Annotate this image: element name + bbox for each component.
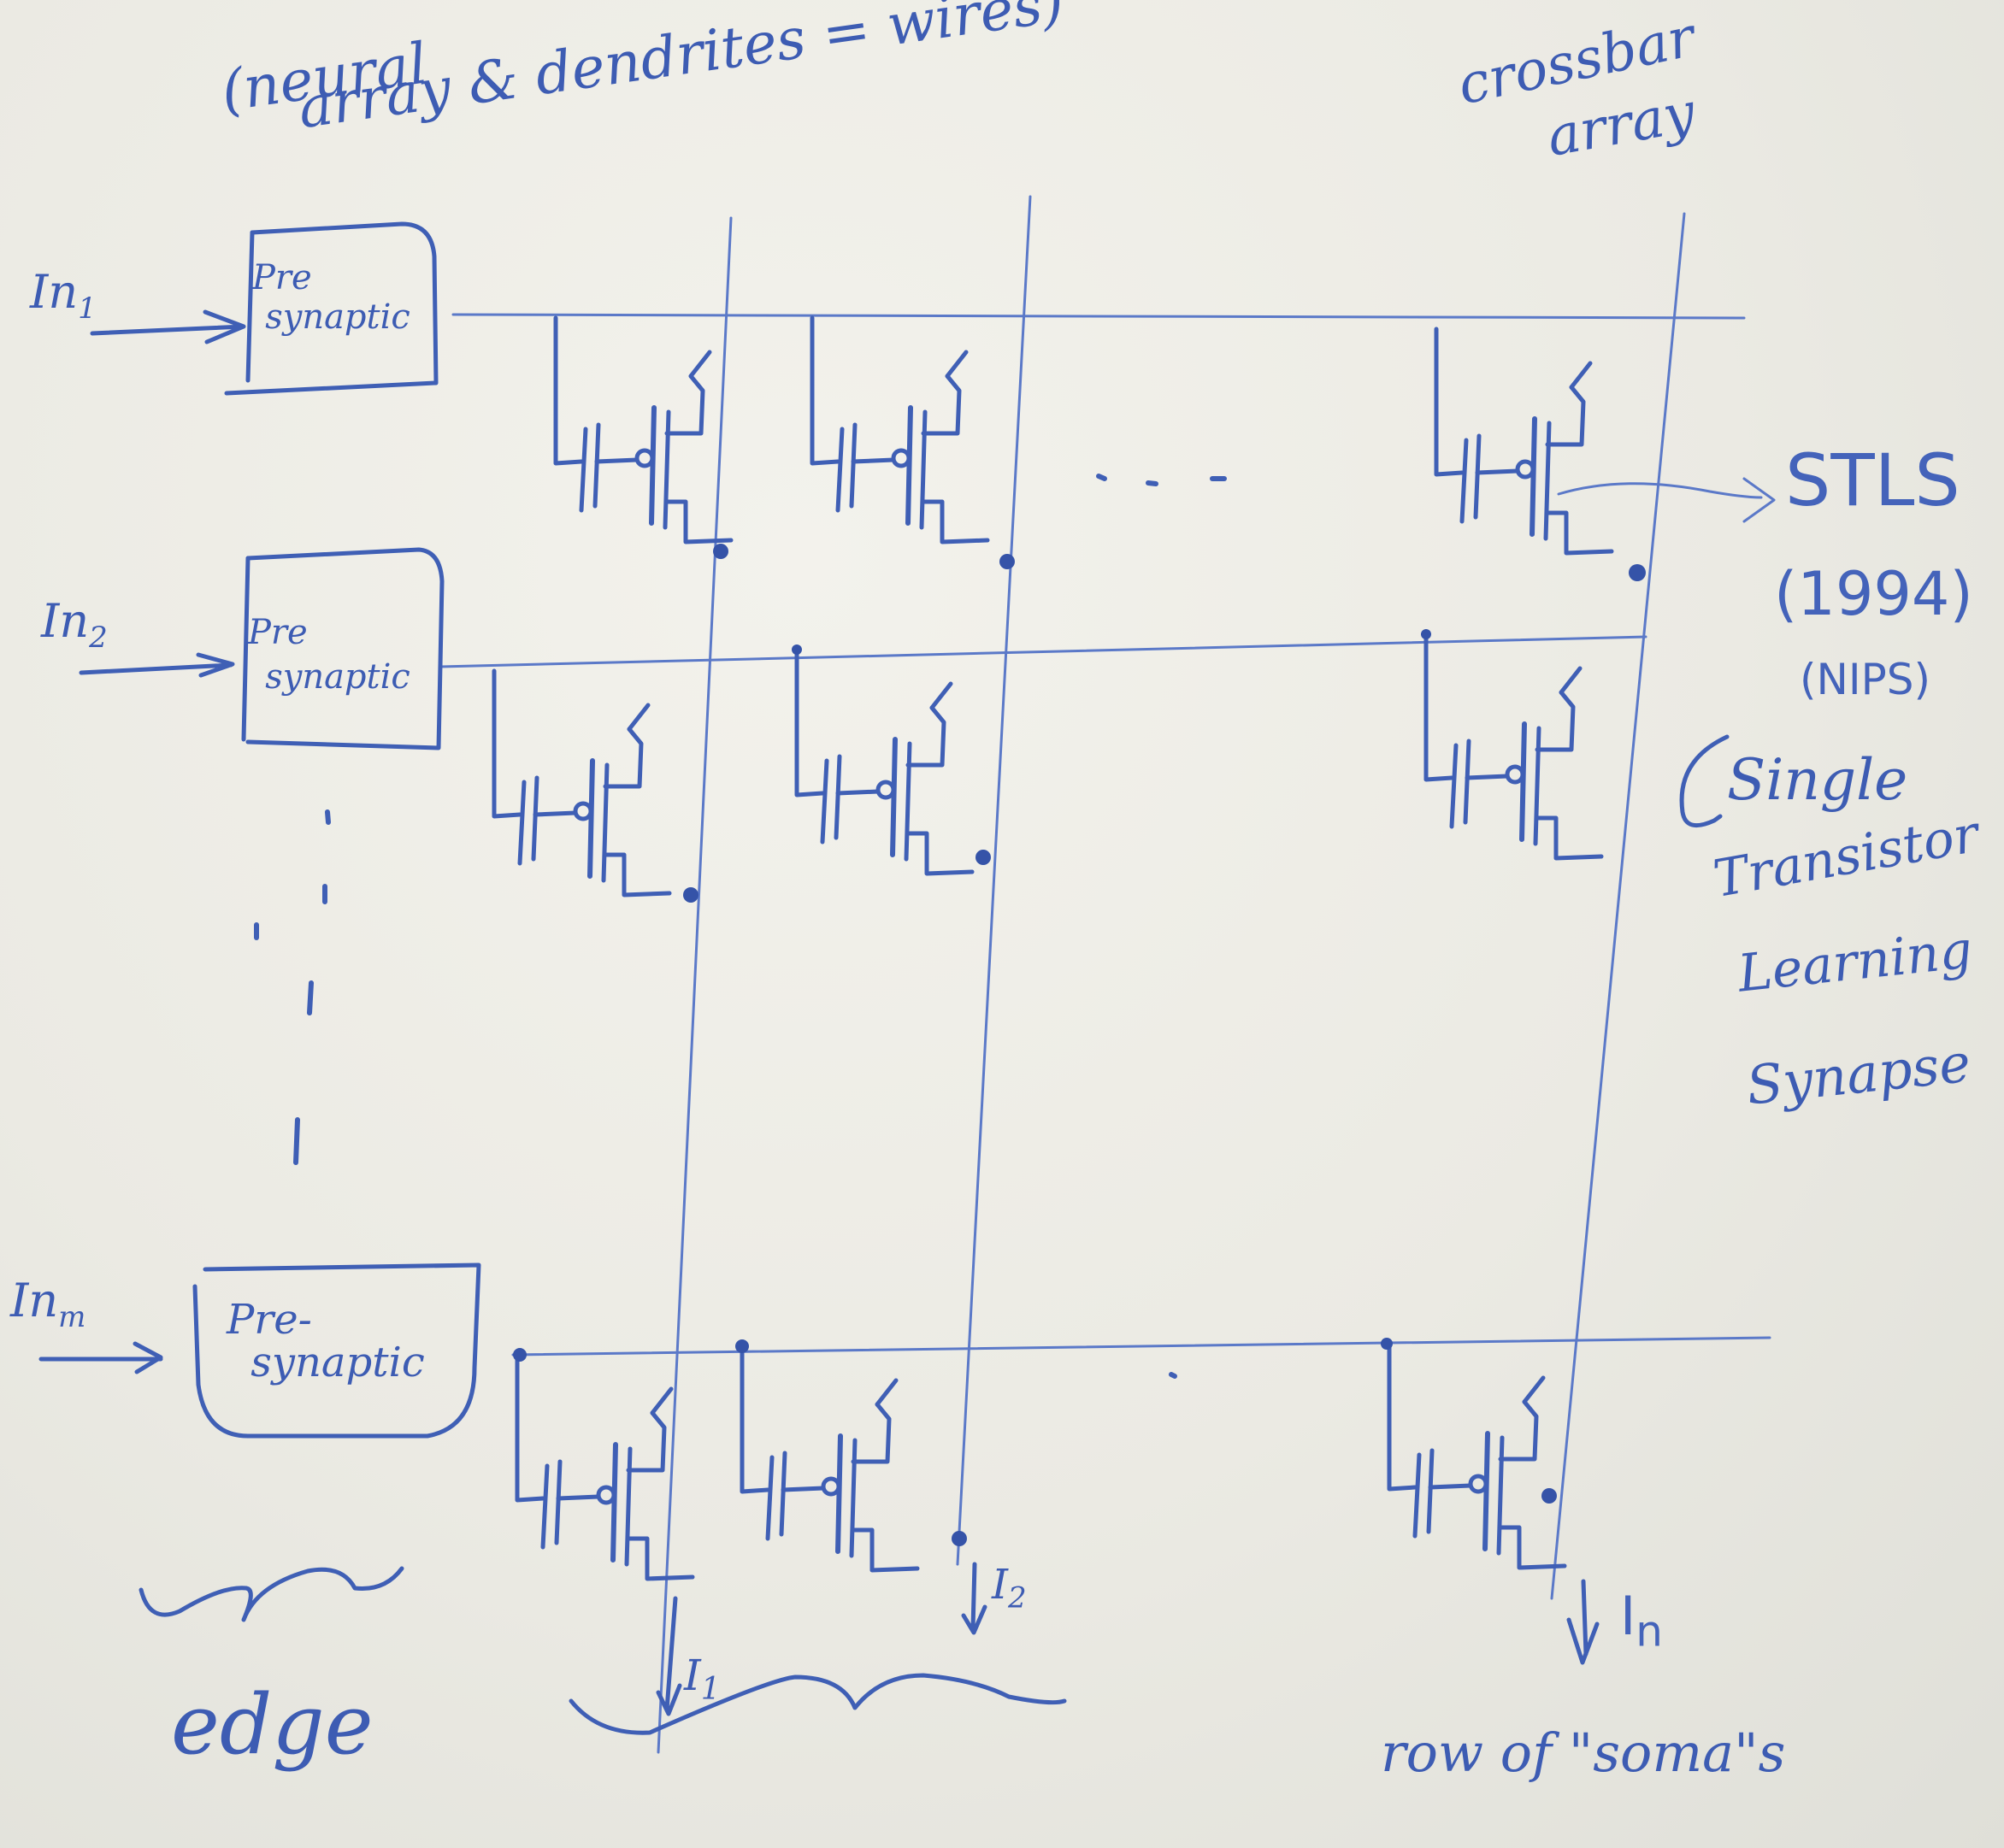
edge-squiggle	[139, 1566, 404, 1622]
output-arrow-n	[1566, 1579, 1600, 1665]
input-label-1: In1	[30, 265, 97, 326]
edge-label: edge	[171, 1677, 374, 1773]
stls-word-single: Single	[1727, 747, 1908, 813]
stls-year: (1994)	[1774, 559, 1973, 629]
presynaptic-label-m: Pre- synaptic	[227, 1296, 425, 1386]
row-wire-m	[511, 1336, 1771, 1357]
column-wire-n	[1550, 212, 1686, 1600]
output-arrow-1	[656, 1596, 682, 1716]
soma-row-label: row of "soma"s	[1381, 1721, 1786, 1784]
presynaptic-label-2: Pre synaptic	[248, 613, 410, 697]
output-label-n: In	[1620, 1585, 1663, 1657]
column-wire-2	[956, 195, 1032, 1566]
presynaptic-label-1: Pre synaptic	[252, 258, 410, 337]
input-arrow-1	[90, 309, 246, 344]
output-label-1: I1	[684, 1651, 721, 1707]
presynaptic-block-m	[192, 1262, 481, 1439]
column-wire-1	[657, 216, 733, 1754]
row-wire-1	[451, 313, 1746, 320]
stls-label: STLS	[1785, 438, 1960, 522]
stls-venue: (NIPS)	[1800, 655, 1931, 704]
row-wire-2	[439, 635, 1647, 668]
input-label-m: Inm	[10, 1274, 86, 1334]
presynaptic-block-2	[245, 547, 445, 750]
output-label-2: I2	[992, 1561, 1027, 1616]
presynaptic-block-1	[224, 221, 439, 396]
output-arrow-2	[961, 1562, 987, 1635]
input-arrow-2	[79, 652, 235, 678]
stls-hook-arrow	[1679, 734, 1730, 828]
stls-arrow	[1557, 477, 1776, 523]
horizontal-ellipsis	[1096, 474, 1227, 1379]
soma-brace	[569, 1673, 1067, 1735]
vertical-ellipsis	[254, 809, 331, 1165]
input-label-2: In2	[41, 594, 108, 655]
input-arrow-m	[38, 1341, 163, 1374]
